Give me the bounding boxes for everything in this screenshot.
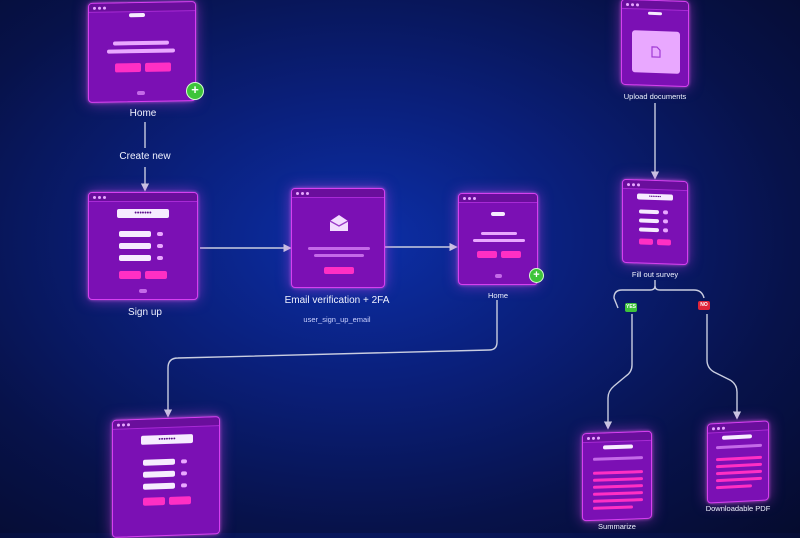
no-badge: NO: [698, 301, 710, 310]
screen-summarize[interactable]: [582, 430, 652, 522]
screen-downloadable-pdf[interactable]: [707, 420, 769, 504]
label-user-sign-up-email: user_sign_up_email: [303, 315, 371, 324]
screen-sign-up-bottom[interactable]: •••••••: [112, 416, 220, 538]
label-home-mid: Home: [487, 291, 509, 300]
screen-sign-up[interactable]: •••••••: [88, 192, 198, 300]
label-email-verification: Email verification + 2FA: [284, 295, 390, 306]
label-fill-out-survey: Fill out survey: [631, 270, 679, 279]
label-upload-documents: Upload documents: [623, 92, 687, 101]
edge-home-bottom: [163, 300, 498, 418]
password-field[interactable]: •••••••: [141, 434, 193, 445]
label-home-top: Home: [129, 108, 157, 119]
screen-email-verification[interactable]: [291, 188, 385, 288]
screen-upload-documents[interactable]: [621, 0, 689, 88]
add-icon[interactable]: +: [529, 268, 544, 283]
label-downloadable-pdf: Downloadable PDF: [705, 504, 771, 513]
label-summarize: Summarize: [598, 522, 636, 531]
edge-survey-split-right: [654, 285, 705, 299]
screen-home-mid[interactable]: [458, 193, 538, 285]
password-field[interactable]: •••••••: [637, 193, 673, 201]
envelope-icon: [329, 215, 349, 231]
yes-badge: YES: [625, 303, 637, 312]
add-icon[interactable]: +: [186, 82, 204, 100]
password-field[interactable]: •••••••: [117, 209, 169, 218]
label-create-new: Create new: [119, 151, 171, 162]
document-icon: [651, 46, 661, 58]
screen-home-top[interactable]: [88, 1, 196, 103]
screen-fill-out-survey[interactable]: •••••••: [622, 178, 688, 266]
edge-no-pdf: [706, 314, 742, 420]
label-sign-up: Sign up: [128, 307, 162, 318]
edge-yes-summarize: [603, 314, 633, 430]
